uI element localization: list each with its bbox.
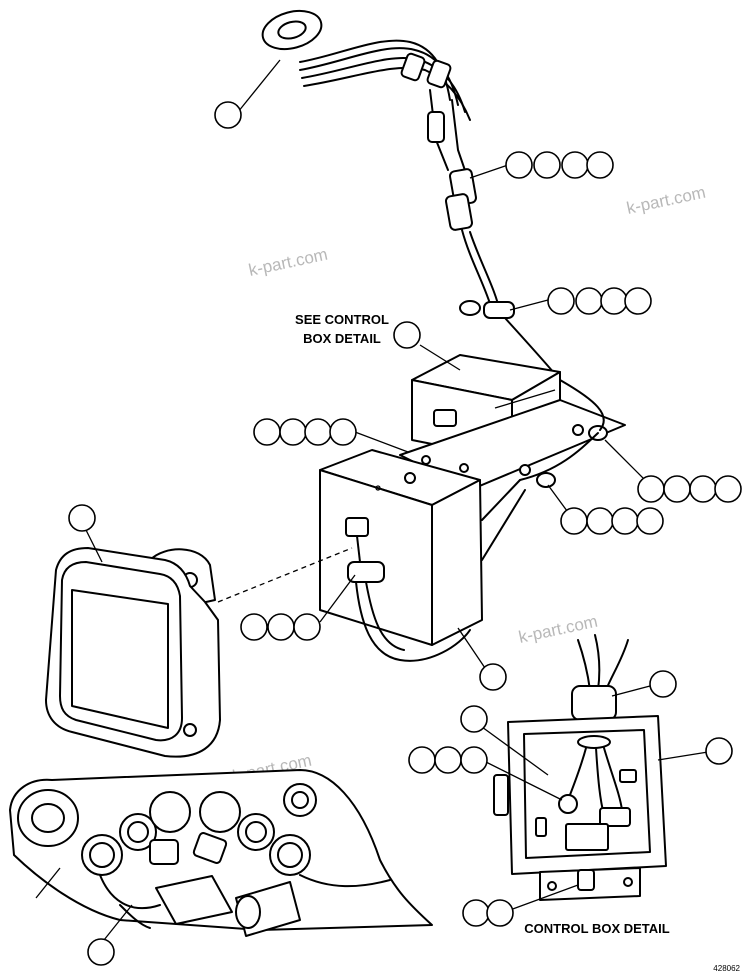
text-labels: SEE CONTROL BOX DETAIL CONTROL BOX DETAI… [295, 312, 740, 973]
connector-upper [427, 111, 445, 143]
callout-bubble [586, 507, 614, 535]
control-box-main [319, 432, 599, 662]
callout-bubble [460, 705, 488, 733]
callout-bubble [214, 101, 242, 129]
wire-harness-top [261, 9, 561, 381]
callout-bubble [636, 507, 664, 535]
plug-block-2 [192, 832, 228, 864]
callout-bubble [486, 899, 514, 927]
watermark-2: k-part.com [625, 183, 707, 218]
front-connector [345, 517, 369, 537]
grommet-lower [536, 472, 556, 488]
see-control-label-line2: BOX DETAIL [303, 331, 381, 346]
callout-bubble [624, 287, 652, 315]
work-light [45, 547, 353, 758]
callout-bubble [434, 746, 462, 774]
round-connector-3 [149, 791, 191, 833]
wire-clamp [483, 301, 515, 319]
callout-bubble [689, 475, 717, 503]
control-box-detail-label: CONTROL BOX DETAIL [524, 921, 669, 936]
callout-bubble [649, 670, 677, 698]
front-fitting [347, 561, 385, 583]
callout-bubble [611, 507, 639, 535]
callout-bubble [600, 287, 628, 315]
callout-bubble [714, 475, 742, 503]
harness-clip-2 [426, 59, 452, 89]
figure-number: 428062 [713, 964, 740, 973]
callout-bubble [87, 938, 115, 966]
lamp-body [45, 547, 221, 758]
connector-lower [445, 193, 473, 231]
callout-leaders [35, 59, 709, 946]
callout-bubble [663, 475, 691, 503]
callout-bubble [479, 663, 507, 691]
detail-gland-fitting [571, 685, 617, 721]
control-box-detail [493, 634, 667, 901]
callout-bubble [705, 737, 733, 765]
callout-bubble [637, 475, 665, 503]
callout-bubble [293, 613, 321, 641]
callout-bubble [505, 151, 533, 179]
round-connector-6 [269, 834, 311, 876]
callout-bubble [462, 899, 490, 927]
watermark-1: k-part.com [247, 245, 329, 280]
callout-bubble [460, 746, 488, 774]
callout-bubble [393, 321, 421, 349]
detail-terminal-block [599, 807, 631, 827]
detail-box-enclosure [507, 715, 667, 875]
see-control-label-line1: SEE CONTROL [295, 312, 389, 327]
callout-bubble [279, 418, 307, 446]
round-connector-1 [81, 834, 123, 876]
harness-clip-1 [400, 52, 426, 82]
harness-bottom [9, 769, 433, 937]
callout-bubble [408, 746, 436, 774]
callout-bubble [560, 507, 588, 535]
callout-bubble [253, 418, 281, 446]
callout-bubble [304, 418, 332, 446]
callout-bubble [575, 287, 603, 315]
box-knob [433, 409, 457, 427]
grommet-upper [459, 300, 481, 316]
harness-coil [261, 9, 323, 51]
callout-bubble [240, 613, 268, 641]
callout-bubble [68, 504, 96, 532]
callout-bubble [533, 151, 561, 179]
round-connector-4 [199, 791, 241, 833]
detail-terminal-left [558, 794, 578, 814]
detail-hinge [493, 774, 509, 816]
callout-bubble [267, 613, 295, 641]
callout-bubble [329, 418, 357, 446]
plug-block-1 [149, 839, 179, 865]
watermark-3: k-part.com [517, 612, 599, 647]
round-connector-5 [237, 813, 275, 851]
detail-relay [565, 823, 609, 851]
round-connector-2 [119, 813, 157, 851]
round-connector-7 [283, 783, 317, 817]
control-box-upper [399, 354, 626, 491]
callout-bubble [547, 287, 575, 315]
callout-bubbles [68, 101, 742, 966]
module-box [155, 875, 233, 925]
callout-bubble [561, 151, 589, 179]
control-box-side [431, 479, 483, 646]
callout-bubble [586, 151, 614, 179]
